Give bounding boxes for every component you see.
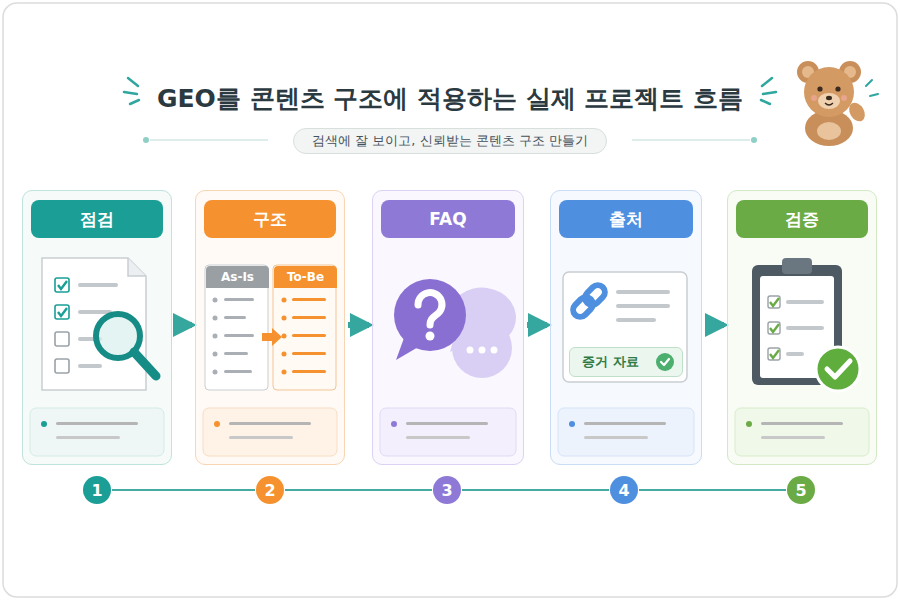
step-card: FAQ (372, 190, 524, 465)
callout-number: 2 (264, 481, 275, 500)
timeline-line (285, 489, 432, 491)
flow-arrow (175, 322, 192, 328)
timeline-line (112, 489, 255, 491)
badge-label: 증거 자료 (582, 353, 639, 371)
step-title: 출처 (559, 200, 693, 238)
step-number: 3 (433, 476, 461, 504)
state-tab: To-Be (274, 266, 337, 288)
tab-label: As-Is (221, 270, 254, 284)
step-title: 점검 (31, 200, 163, 238)
step-number: 2 (256, 476, 284, 504)
step-title: 구조 (204, 200, 336, 238)
tab-label: To-Be (287, 270, 324, 284)
title: GEO를 콘텐츠 구조에 적용하는 실제 프로젝트 흐름 (0, 82, 900, 115)
evidence-badge: 증거 자료 (569, 347, 683, 377)
step-card: 검증 (727, 190, 877, 465)
step-title: FAQ (381, 200, 515, 238)
flow-arrow (348, 322, 369, 328)
step-title: 검증 (736, 200, 868, 238)
callout-number: 3 (441, 481, 452, 500)
timeline-line (462, 489, 609, 491)
step-number: 4 (610, 476, 638, 504)
state-tab: As-Is (206, 266, 269, 288)
timeline-line (639, 489, 786, 491)
step-card: 점검 (22, 190, 172, 465)
callout-number: 4 (618, 481, 629, 500)
callout-number: 5 (795, 481, 806, 500)
callout-number: 1 (91, 481, 102, 500)
flow-arrow (527, 322, 547, 328)
step-number: 5 (787, 476, 815, 504)
step-card: 출처증거 자료 (550, 190, 702, 465)
flow-arrow (705, 322, 724, 328)
step-card: 구조 As-Is To-Be (195, 190, 345, 465)
caption-pill: 검색에 잘 보이고, 신뢰받는 콘텐츠 구조 만들기 (0, 128, 900, 154)
check-icon (656, 353, 674, 371)
caption: 검색에 잘 보이고, 신뢰받는 콘텐츠 구조 만들기 (293, 128, 607, 154)
step-number: 1 (83, 476, 111, 504)
